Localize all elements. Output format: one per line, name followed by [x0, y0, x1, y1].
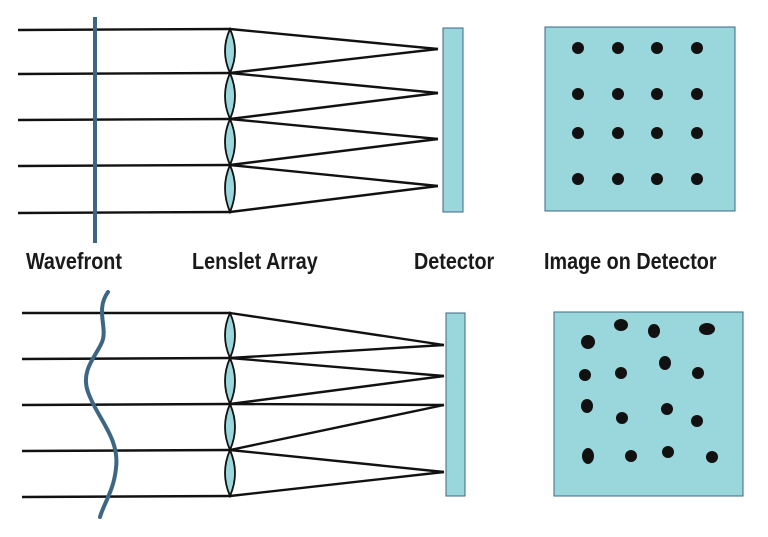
lenslet — [224, 310, 236, 361]
spot — [579, 369, 591, 381]
spot — [614, 319, 628, 331]
ray — [229, 27, 439, 51]
top-incoming-rays — [17, 27, 231, 215]
spot — [581, 399, 593, 413]
ray — [229, 403, 445, 452]
lenslet — [224, 26, 236, 76]
spot — [661, 403, 673, 415]
ray — [17, 71, 231, 76]
wavefront-label: Wavefront — [26, 248, 122, 274]
top-image-on-detector — [544, 26, 736, 212]
spot — [662, 446, 674, 458]
ray — [229, 163, 439, 188]
detector-label: Detector — [414, 248, 495, 274]
ray — [21, 356, 231, 361]
top-panel — [17, 17, 736, 243]
lenslet — [224, 116, 236, 168]
ray — [229, 470, 445, 498]
bottom-spots — [579, 319, 718, 464]
ray — [21, 494, 231, 499]
ray — [229, 402, 445, 407]
spot — [581, 335, 595, 349]
ray — [17, 27, 231, 32]
spot — [706, 451, 718, 463]
spot — [692, 367, 704, 379]
spot — [616, 412, 628, 424]
spot — [691, 42, 703, 54]
ray — [229, 356, 445, 378]
ray — [21, 402, 231, 407]
ray — [229, 71, 439, 95]
spot — [648, 324, 660, 338]
bottom-detector — [445, 312, 466, 497]
lenslet — [224, 401, 236, 453]
ray — [17, 210, 231, 215]
spot — [612, 88, 624, 100]
spot — [582, 448, 594, 464]
spot — [659, 356, 671, 370]
lenslet — [224, 355, 236, 407]
lenslet — [224, 162, 236, 215]
spot — [651, 42, 663, 54]
spot — [691, 415, 703, 427]
top-focused-rays — [229, 27, 439, 214]
top-detector — [442, 27, 464, 213]
spot — [615, 367, 627, 379]
spot — [612, 173, 624, 185]
ray — [229, 343, 445, 360]
ray — [17, 117, 231, 122]
ray — [229, 117, 439, 141]
ray — [17, 163, 231, 168]
spot — [691, 127, 703, 139]
spot — [691, 173, 703, 185]
ray — [229, 448, 445, 474]
spot — [572, 173, 584, 185]
wavefront-aberrated — [84, 290, 119, 519]
bottom-panel — [21, 290, 744, 519]
ray — [229, 311, 445, 347]
bottom-lenslet-array — [224, 310, 236, 499]
spot — [691, 88, 703, 100]
spot — [699, 323, 715, 335]
bottom-incoming-rays — [21, 311, 231, 499]
spot — [572, 42, 584, 54]
lenslet-array-label: Lenslet Array — [192, 248, 318, 274]
ray — [21, 448, 231, 453]
ray — [229, 374, 445, 406]
spot — [651, 127, 663, 139]
ray — [229, 91, 439, 121]
bottom-image-on-detector — [553, 311, 744, 497]
ray — [229, 184, 439, 214]
top-image-panel — [544, 26, 736, 212]
spot — [651, 88, 663, 100]
lenslet — [224, 70, 236, 122]
bottom-focused-rays — [229, 311, 445, 498]
spot — [572, 127, 584, 139]
ray — [229, 47, 439, 75]
lenslet — [224, 447, 236, 499]
top-spots — [572, 42, 703, 185]
spot — [612, 127, 624, 139]
spot — [651, 173, 663, 185]
image-on-detector-label: Image on Detector — [544, 248, 717, 274]
spot — [625, 450, 637, 462]
spot — [572, 88, 584, 100]
ray — [229, 137, 439, 167]
spot — [612, 42, 624, 54]
